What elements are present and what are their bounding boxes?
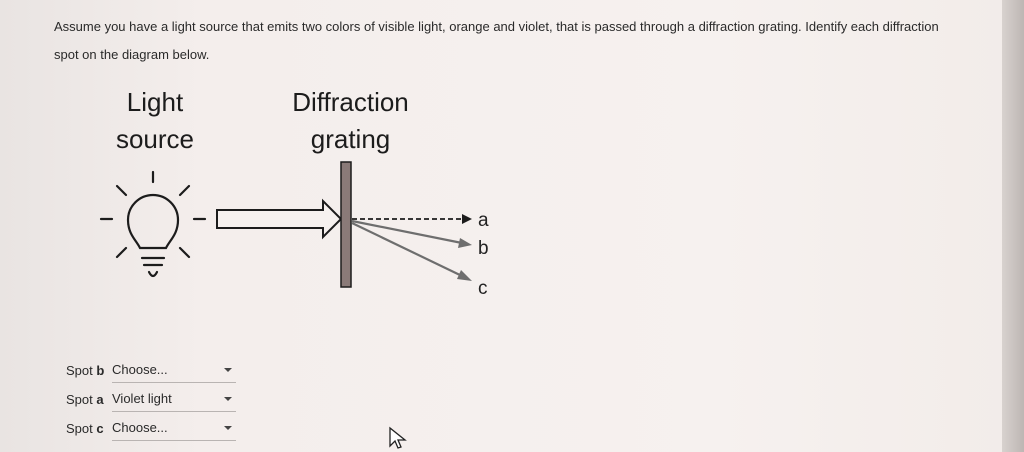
select-value: Choose... (112, 420, 168, 435)
answer-label-letter: a (96, 391, 104, 407)
light-source-label: Light source (95, 84, 215, 158)
caret-down-icon (224, 367, 232, 372)
diffraction-grating (340, 161, 352, 288)
cursor-icon (389, 426, 407, 449)
spot-b-select[interactable]: Choose... (112, 358, 236, 383)
light-source-label-line1: Light (126, 87, 184, 117)
diffraction-grating-label: Diffraction grating (268, 84, 433, 158)
question-line-1: Assume you have a light source that emit… (54, 19, 939, 34)
answer-row-spot-b: Spot b Choose... (66, 357, 236, 383)
grating-label-line1: Diffraction (292, 87, 409, 117)
spot-a-select[interactable]: Violet light (112, 387, 236, 412)
question-line-2: spot on the diagram below. (54, 47, 210, 62)
answer-label-letter: b (96, 362, 105, 378)
answer-label: Spot a (66, 392, 112, 407)
spot-c-label: c (478, 278, 488, 299)
spot-a-label: a (478, 210, 489, 231)
answer-row-spot-a: Spot a Violet light (66, 386, 236, 412)
select-value: Violet light (112, 391, 172, 406)
answer-label-prefix: Spot (66, 362, 93, 378)
spot-c-select[interactable]: Choose... (112, 416, 236, 441)
lightbulb-icon (99, 170, 207, 278)
caret-down-icon (224, 425, 232, 430)
light-source-label-line2: source (115, 124, 195, 154)
answer-label: Spot b (66, 363, 112, 378)
grating-label-line2: grating (310, 124, 391, 154)
caret-down-icon (224, 396, 232, 401)
diffraction-rays (351, 214, 472, 281)
question-text: Assume you have a light source that emit… (54, 13, 984, 69)
answer-label-letter: c (96, 420, 104, 436)
spot-b-label: b (478, 238, 489, 259)
answer-label-prefix: Spot (66, 420, 93, 436)
answer-label-prefix: Spot (66, 391, 93, 407)
answer-label: Spot c (66, 421, 112, 436)
arrow-icon (216, 198, 343, 240)
screen-edge (1002, 0, 1024, 452)
answer-row-spot-c: Spot c Choose... (66, 415, 236, 441)
select-value: Choose... (112, 362, 168, 377)
